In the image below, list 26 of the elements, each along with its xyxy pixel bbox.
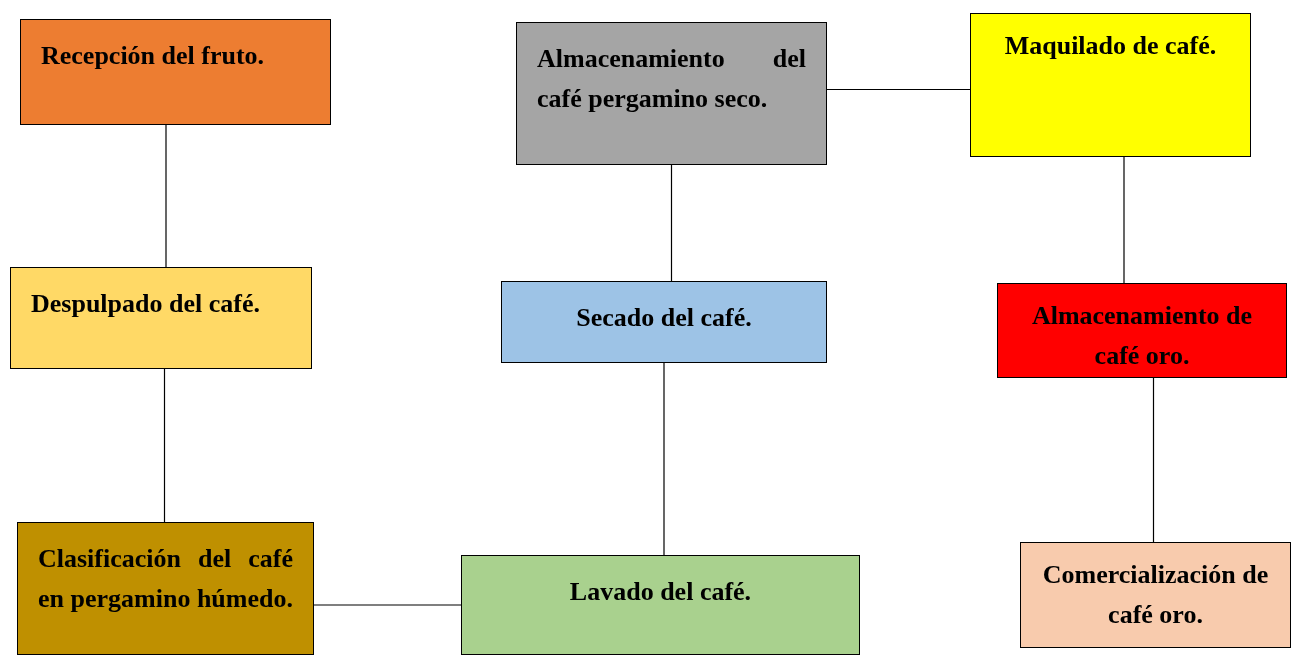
process-box bbox=[20, 19, 331, 125]
box-label: Lavado del café. bbox=[568, 576, 753, 608]
connector-line bbox=[1152, 377, 1155, 543]
box-label: Recepción del fruto. bbox=[41, 40, 266, 72]
connector-line bbox=[826, 88, 971, 91]
process-box bbox=[501, 281, 827, 363]
box-label: Almacenamiento de café oro. bbox=[1030, 300, 1254, 372]
box-label: Comercialización de café oro. bbox=[1041, 559, 1270, 631]
process-box bbox=[1020, 542, 1291, 648]
connector-line bbox=[663, 362, 665, 556]
process-box bbox=[997, 283, 1287, 378]
process-box bbox=[970, 13, 1251, 157]
connector-line bbox=[1123, 156, 1125, 284]
process-box bbox=[17, 522, 314, 655]
connector-line bbox=[313, 604, 462, 606]
process-box bbox=[516, 22, 827, 165]
process-box bbox=[10, 267, 312, 369]
box-label: Almacenamiento del café pergamino seco. bbox=[537, 43, 806, 115]
box-label: Maquilado de café. bbox=[1003, 30, 1218, 62]
box-label: Despulpado del café. bbox=[31, 288, 261, 320]
box-label: Secado del café. bbox=[575, 302, 753, 334]
connector-line bbox=[163, 368, 166, 523]
connector-line bbox=[670, 164, 673, 282]
box-label: Clasificación del café en pergamino húmedo. bbox=[38, 543, 293, 615]
connector-line bbox=[165, 124, 167, 268]
process-box bbox=[461, 555, 860, 655]
